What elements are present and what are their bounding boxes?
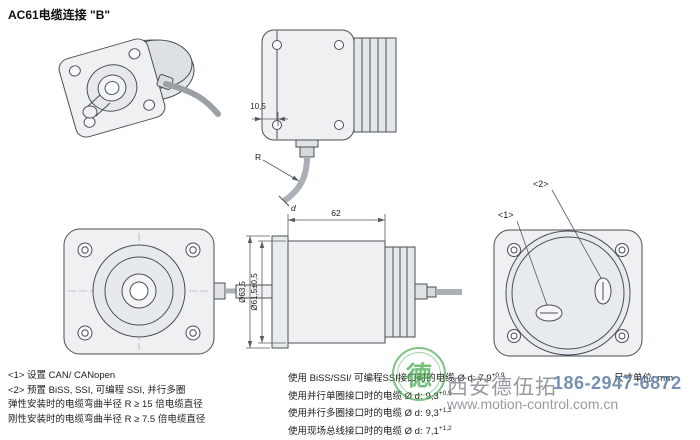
drawing-title: AC61电缆连接 "B" xyxy=(8,8,111,22)
screw-hole xyxy=(334,120,344,130)
boss-circle xyxy=(104,256,174,326)
cable-gland-nut xyxy=(426,286,437,298)
view-rear xyxy=(493,229,643,357)
cable-spec-value: 7,1 xyxy=(425,426,439,438)
iso-screw-hole xyxy=(68,65,81,77)
mount-hole-inner xyxy=(189,329,197,337)
mount-hole-inner xyxy=(510,246,518,254)
note-callout-1: <1> 设置 CAN/ CANopen xyxy=(8,370,116,381)
mount-hole-inner xyxy=(618,332,626,340)
rear-cap-ribs xyxy=(353,37,397,133)
callout-2-label: <2> xyxy=(533,179,549,189)
cable-spec-value: 9,3 xyxy=(425,408,439,420)
mount-hole-inner xyxy=(81,329,89,337)
mount-hole-inner xyxy=(510,332,518,340)
note-bend-flexible: 弹性安装时的电缆弯曲半径 R ≥ 15 倍电缆直径 xyxy=(8,399,203,410)
screw-hole xyxy=(334,40,344,50)
iso-shaft-end xyxy=(104,81,120,95)
note-bend-rigid: 刚性安装时的电缆弯曲半径 R ≥ 7.5 倍电缆直径 xyxy=(8,413,206,425)
flange-plate xyxy=(271,235,289,349)
iso-shaft-edge xyxy=(95,102,111,117)
dim-cable-dia-label: d xyxy=(291,203,296,213)
cable-gland-flange xyxy=(295,139,319,148)
shaft-end-circle xyxy=(129,281,149,301)
notes-right: 使用 BiSS/SSI/ 可编程SSI接口时的电缆 Ø d:7,9+0,9 使用… xyxy=(288,369,504,440)
mount-hole-inner xyxy=(618,246,626,254)
cable-spec-value: 7,9 xyxy=(478,373,492,385)
iso-screw-hole xyxy=(143,99,156,111)
screw-hole xyxy=(272,40,282,50)
cable-spec-fieldbus: 使用现场总线接口时的电缆 Ø d:7,1+1,2 xyxy=(288,422,504,440)
bend-radius-leader xyxy=(262,159,300,182)
view-front xyxy=(63,228,243,355)
cable-spec-parallel-st: 使用并行单圈接口时的电缆 Ø d:9,3+0,9 xyxy=(288,387,504,405)
cable-spec-tolerance: +0,9 xyxy=(491,372,505,379)
cable-spec-text: 使用现场总线接口时的电缆 Ø d: xyxy=(288,426,423,438)
cable-spec-biss: 使用 BiSS/SSI/ 可编程SSI接口时的电缆 Ø d:7,9+0,9 xyxy=(288,369,504,387)
screw-hole xyxy=(272,120,282,130)
rear-cover-inner xyxy=(511,236,625,350)
callout-leaders xyxy=(516,189,602,306)
iso-cable xyxy=(163,81,221,117)
iso-screw-hole xyxy=(128,48,141,60)
view-side xyxy=(235,235,462,349)
front-cable-gland xyxy=(213,282,226,300)
cable-gland xyxy=(414,283,428,300)
cable-dia-leader xyxy=(284,201,290,207)
dimensions-side xyxy=(246,214,386,349)
cable-gland-nut xyxy=(299,146,315,158)
cable-spec-tolerance: +1,2 xyxy=(438,407,452,415)
dim-body-length-label: 62 xyxy=(331,208,341,218)
dim-bend-radius-label: R xyxy=(255,152,261,162)
cable-spec-text: 使用并行单圈接口时的电缆 Ø d: xyxy=(288,390,423,402)
callout-1-label: <1> xyxy=(498,210,514,220)
dim-body-dia-label: Ø61,5±0,5 xyxy=(250,273,259,311)
cable-spec-tolerance: +0,9 xyxy=(438,389,452,397)
mount-hole-inner xyxy=(189,246,197,254)
units-label: 尺寸单位: mm xyxy=(614,373,674,384)
cable-bend xyxy=(282,156,310,204)
rear-cover xyxy=(505,230,631,356)
cable-spec-parallel-mt: 使用并行多圈接口时的电缆 Ø d:9,3+1,2 xyxy=(288,404,504,422)
note-callout-2: <2> 预置 BiSS, SSI, 可编程 SSI, 并行多圈 xyxy=(8,384,186,396)
notes-left: <1> 设置 CAN/ CANopen <2> 预置 BiSS, SSI, 可编… xyxy=(8,369,205,427)
dim-gland-offset-label: 10,5 xyxy=(250,102,266,111)
iso-shaft-cap xyxy=(82,105,98,119)
cable-spec-tolerance: +1,2 xyxy=(438,424,452,432)
cable-spec-text: 使用 BiSS/SSI/ 可编程SSI接口时的电缆 Ø d: xyxy=(288,373,476,385)
view-isometric xyxy=(58,38,221,138)
cable-spec-text: 使用并行多圈接口时的电缆 Ø d: xyxy=(288,408,423,420)
housing-body xyxy=(287,240,386,344)
dimension-gland-offset xyxy=(252,112,288,126)
view-cable-down xyxy=(261,29,397,207)
cable-spec-value: 9,3 xyxy=(425,390,439,402)
mount-hole-inner xyxy=(81,246,89,254)
dim-flange-dia-label: Ø63,5 xyxy=(238,281,247,303)
